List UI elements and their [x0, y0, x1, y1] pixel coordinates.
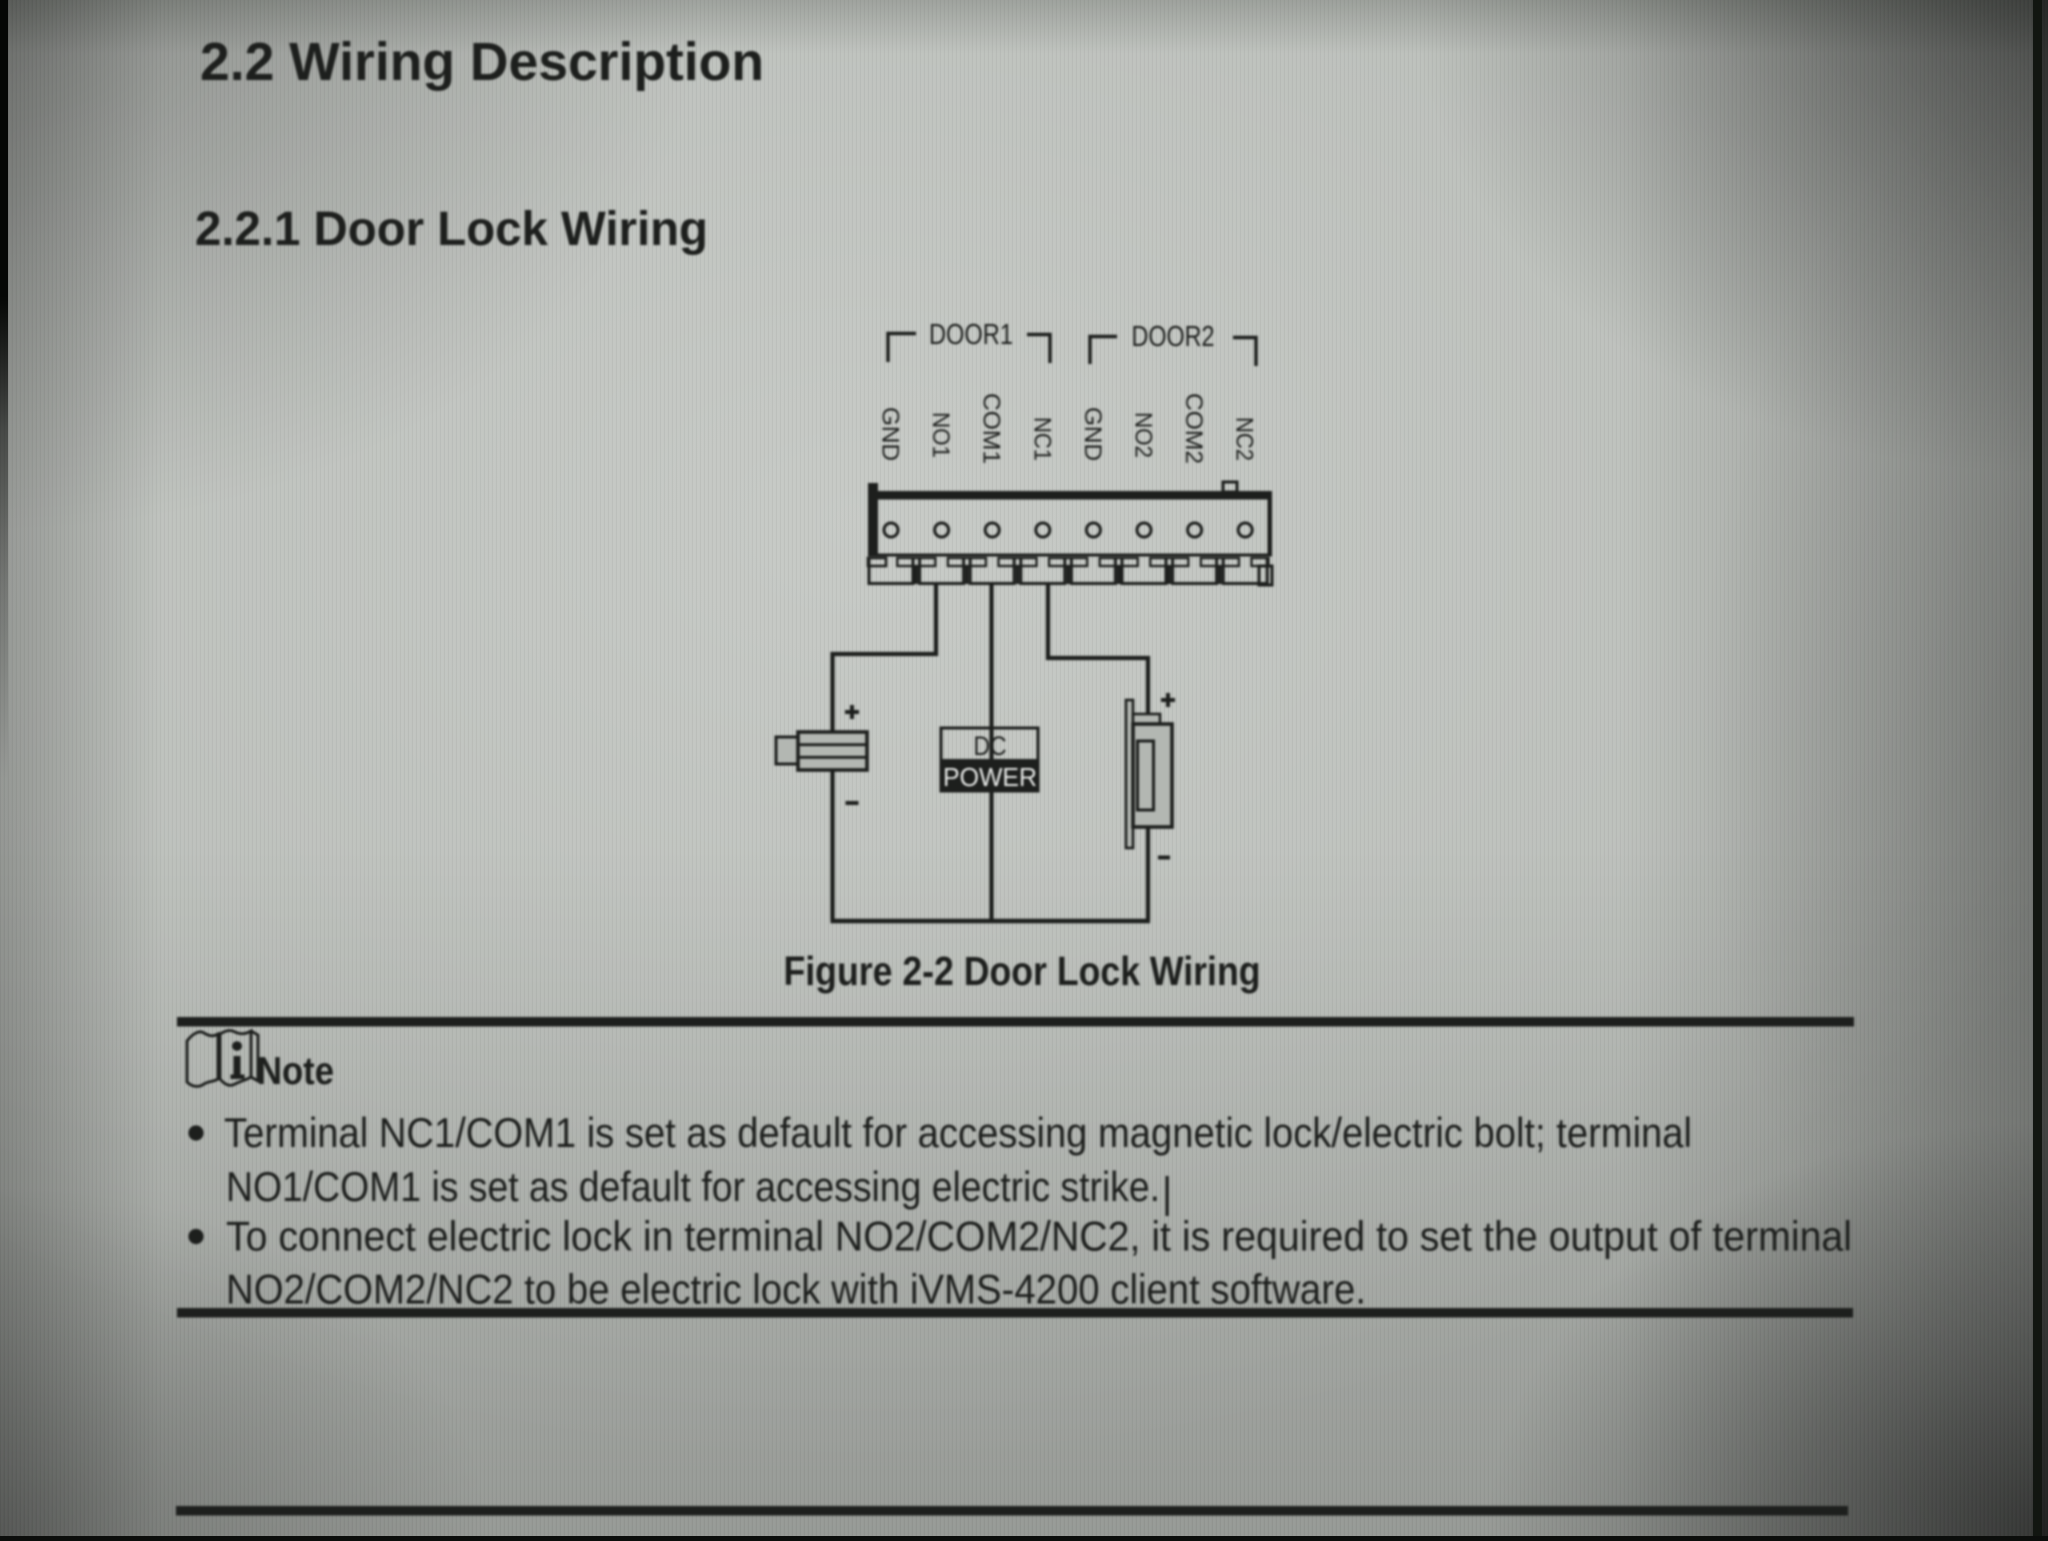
- svg-text:GND: GND: [1079, 407, 1106, 461]
- svg-text:COM1: COM1: [978, 393, 1005, 464]
- svg-text:2.2.1 Door Lock Wiring: 2.2.1 Door Lock Wiring: [195, 203, 708, 256]
- svg-text:2.2 Wiring Description: 2.2 Wiring Description: [200, 32, 764, 92]
- svg-text:To connect electric lock in te: To connect electric lock in terminal NO2…: [226, 1213, 1852, 1260]
- svg-text:Terminal NC1/COM1 is set as de: Terminal NC1/COM1 is set as default for …: [224, 1109, 1692, 1156]
- svg-text:NO2/COM2/NC2 to be electric lo: NO2/COM2/NC2 to be electric lock with iV…: [226, 1266, 1366, 1313]
- svg-text:NC1: NC1: [1028, 417, 1055, 461]
- svg-text:NO1: NO1: [927, 412, 954, 458]
- svg-text:NO2: NO2: [1130, 412, 1157, 458]
- svg-text:POWER: POWER: [943, 762, 1037, 792]
- svg-text:DOOR1: DOOR1: [929, 319, 1013, 351]
- svg-text:DOOR2: DOOR2: [1132, 321, 1215, 353]
- svg-text:NC2: NC2: [1231, 417, 1258, 461]
- svg-text:COM2: COM2: [1180, 393, 1207, 464]
- svg-text:DC: DC: [974, 731, 1007, 761]
- svg-text:Figure 2-2 Door Lock Wiring: Figure 2-2 Door Lock Wiring: [784, 948, 1261, 994]
- svg-text:GND: GND: [877, 407, 904, 461]
- svg-text:NO1/COM1 is set as default for: NO1/COM1 is set as default for accessing…: [226, 1163, 1160, 1210]
- svg-text:Note: Note: [257, 1050, 334, 1093]
